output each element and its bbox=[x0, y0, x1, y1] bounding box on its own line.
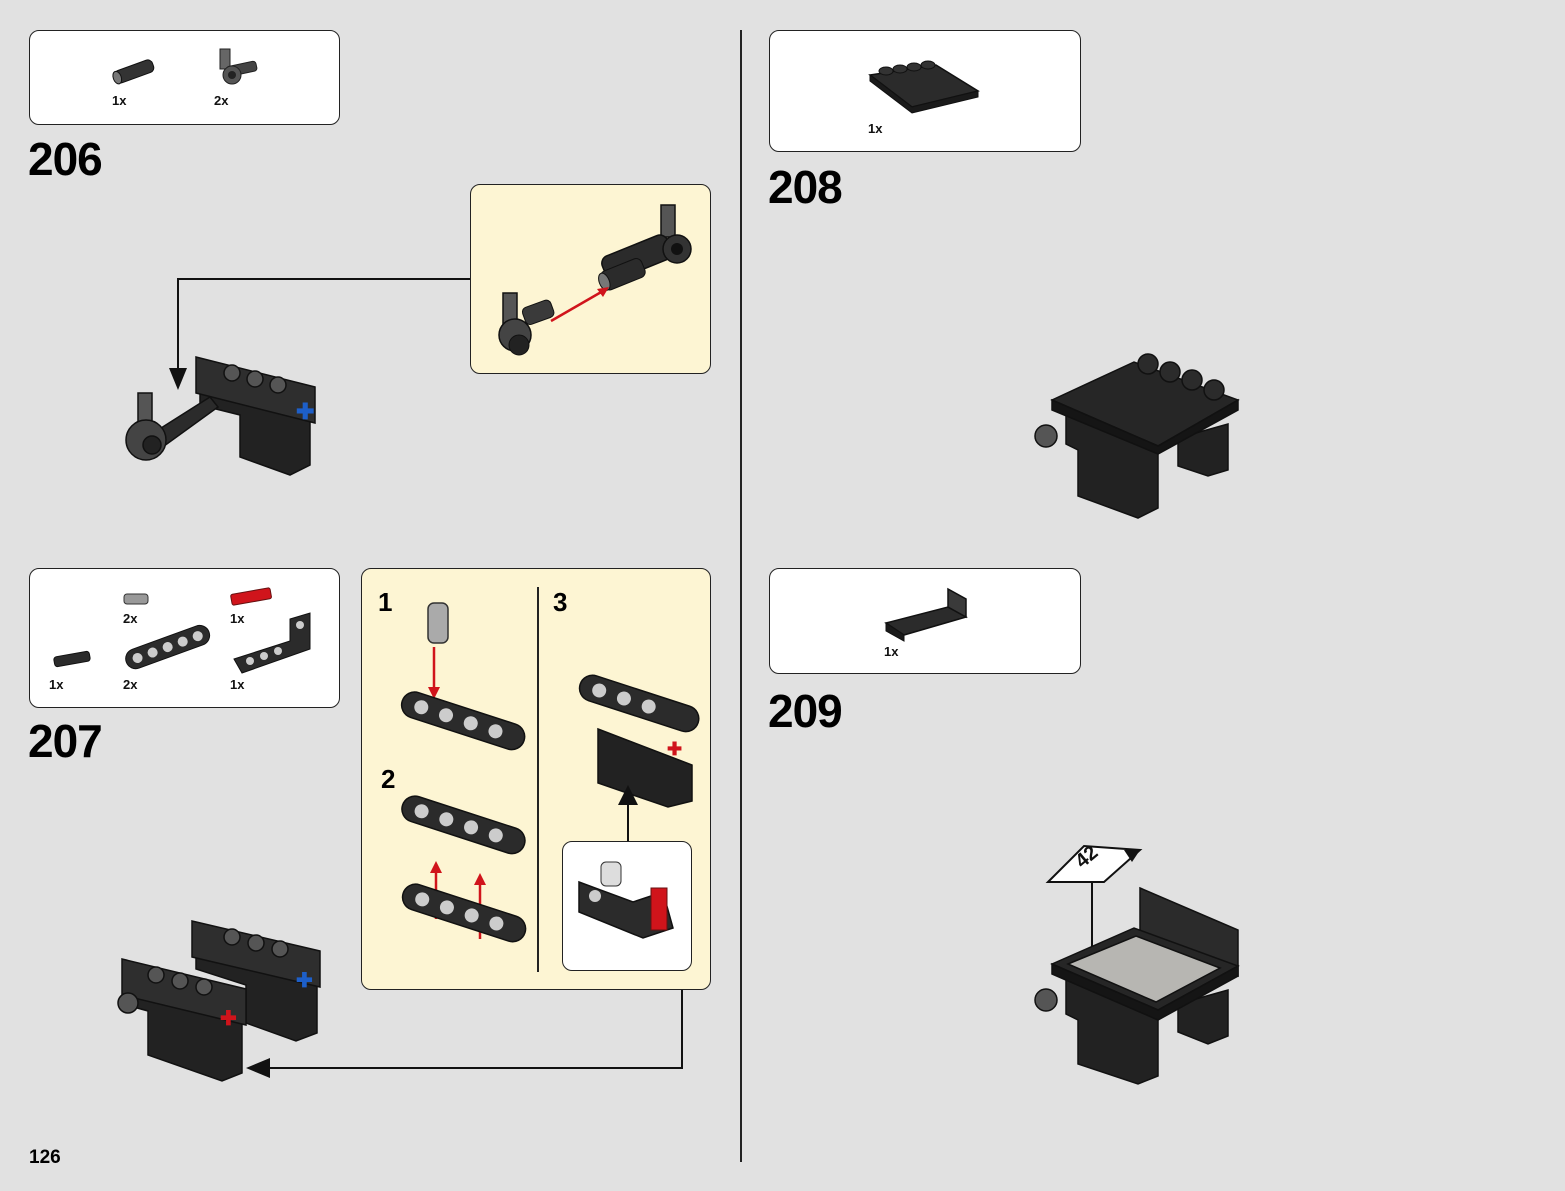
step-number: 206 bbox=[28, 133, 103, 185]
svg-text:✚: ✚ bbox=[296, 399, 314, 424]
step-209-parts-list: 1x bbox=[769, 568, 1081, 674]
angle-connector-part-icon bbox=[219, 48, 258, 85]
bent-liftarm-part-icon bbox=[233, 612, 311, 674]
step-207-parts-list: 2x 1x 1x 2x 1x bbox=[29, 568, 340, 708]
callout-arrow bbox=[246, 990, 683, 1078]
axle-connector-part-icon bbox=[112, 59, 155, 85]
substeps-illustration: ✚ bbox=[400, 602, 700, 943]
part-qty: 2x bbox=[123, 611, 138, 626]
tile-plate-part-icon bbox=[868, 60, 980, 114]
sticker-callout-icon bbox=[1045, 844, 1143, 950]
liftarm-beam-part-icon bbox=[125, 624, 211, 670]
step-208-model-illustration bbox=[1034, 353, 1240, 519]
svg-text:✚: ✚ bbox=[667, 739, 682, 759]
step-number: 209 bbox=[768, 685, 843, 737]
substep-number: 2 bbox=[381, 764, 396, 794]
red-axle-pin-part-icon bbox=[230, 587, 272, 606]
step-206-callout bbox=[470, 184, 711, 374]
step-207-model-illustration: ✚ ✚ bbox=[117, 920, 321, 1082]
callout-arrow bbox=[169, 278, 470, 390]
step-206-parts-list: 1x 2x bbox=[29, 30, 340, 125]
page-divider bbox=[740, 30, 742, 1162]
part-qty: 1x bbox=[868, 121, 883, 136]
substep-3-detail-box bbox=[562, 841, 692, 971]
part-qty: 2x bbox=[214, 93, 229, 108]
bracket-plate-part-icon bbox=[884, 587, 968, 642]
red-pin-liftarm-illustration bbox=[578, 861, 674, 939]
svg-text:✚: ✚ bbox=[296, 970, 313, 992]
part-qty: 1x bbox=[230, 677, 245, 692]
substep-number: 3 bbox=[553, 587, 568, 617]
svg-text:✚: ✚ bbox=[220, 1008, 237, 1030]
step-206-model-illustration: ✚ bbox=[125, 356, 316, 476]
substep-number: 1 bbox=[378, 587, 393, 617]
part-qty: 1x bbox=[884, 644, 899, 659]
step-207-callout: 1 2 3 ✚ bbox=[361, 568, 711, 990]
axle-pin-part-icon bbox=[53, 650, 91, 668]
step-number: 208 bbox=[768, 161, 843, 213]
part-qty: 2x bbox=[123, 677, 138, 692]
part-qty: 1x bbox=[49, 677, 64, 692]
page-number: 126 bbox=[29, 1147, 61, 1168]
axle-insertion-illustration bbox=[498, 204, 692, 356]
step-number: 207 bbox=[28, 715, 103, 767]
substep-divider bbox=[537, 587, 539, 972]
part-qty: 1x bbox=[112, 93, 127, 108]
pin-part-icon bbox=[123, 593, 149, 605]
part-qty: 1x bbox=[230, 611, 245, 626]
step-208-parts-list: 1x bbox=[769, 30, 1081, 152]
step-209-model-illustration bbox=[1034, 886, 1240, 1085]
